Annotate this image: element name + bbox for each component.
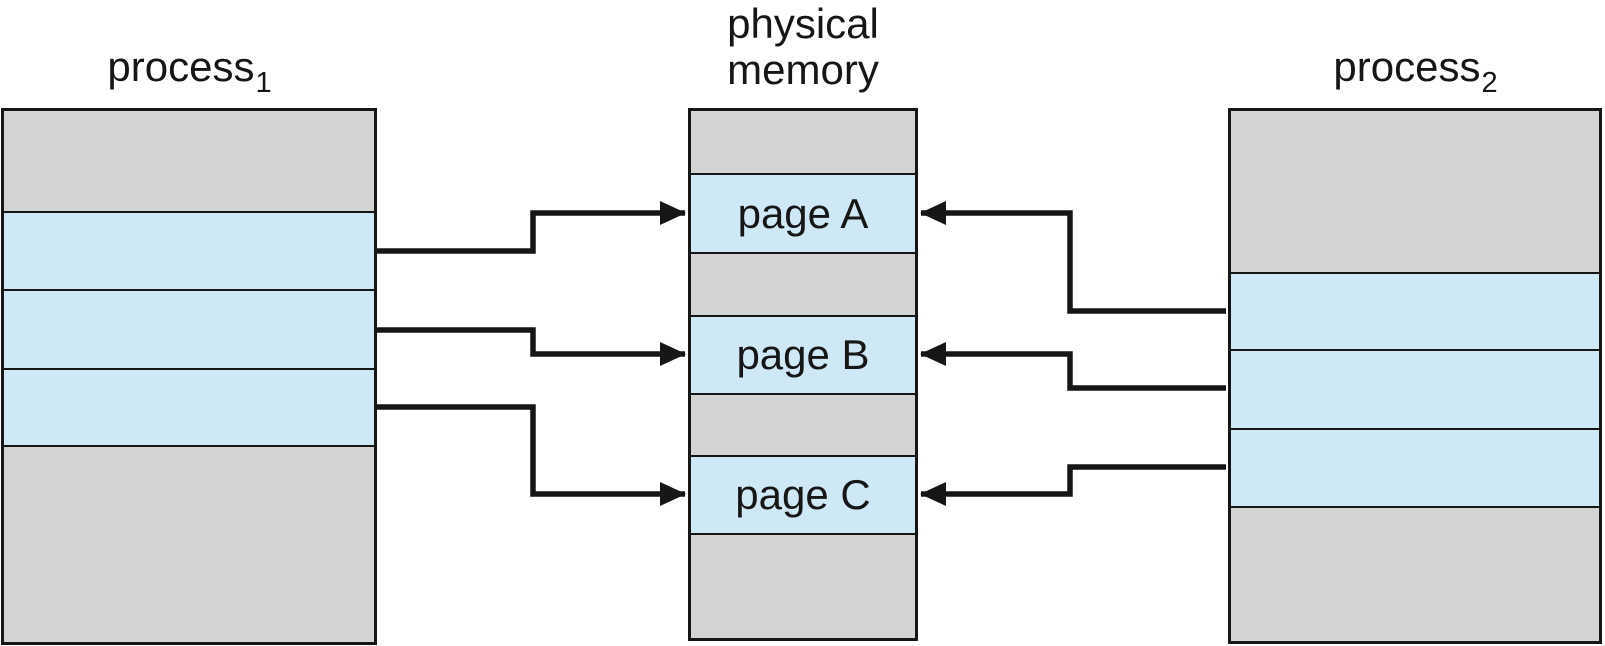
process2-segment-unshared-bottom xyxy=(1231,506,1599,641)
physical-memory-title: physical memory xyxy=(688,1,918,93)
frame-page-a: page A xyxy=(691,173,915,252)
frame-empty-3 xyxy=(691,393,915,455)
frame-empty-4 xyxy=(691,533,915,638)
physical-memory-box: page A page B page C xyxy=(688,108,918,641)
arrow-process1-to-page-a xyxy=(377,201,686,254)
arrow-process1-to-page-b xyxy=(377,327,686,366)
arrow-process2-to-page-c xyxy=(920,464,1226,506)
process2-box xyxy=(1228,108,1602,644)
physical-memory-title-line2: memory xyxy=(727,46,879,93)
physical-memory-title-line1: physical xyxy=(727,0,879,47)
frame-empty-1 xyxy=(691,111,915,173)
process2-title-subscript: 2 xyxy=(1481,67,1498,99)
process2-segment-shared-3 xyxy=(1231,428,1599,506)
process1-segment-unshared-bottom xyxy=(4,445,374,642)
arrow-process2-to-page-b xyxy=(920,342,1226,391)
frame-page-b: page B xyxy=(691,315,915,393)
process1-segment-shared-2 xyxy=(4,289,374,368)
process1-segment-unshared-top xyxy=(4,111,374,211)
process2-segment-shared-1 xyxy=(1231,272,1599,349)
process1-segment-shared-3 xyxy=(4,368,374,445)
process1-title: process1 xyxy=(0,43,378,100)
process1-segment-shared-1 xyxy=(4,211,374,289)
page-a-label: page A xyxy=(737,189,869,237)
process1-box xyxy=(1,108,377,645)
process2-segment-unshared-top xyxy=(1231,111,1599,272)
process2-segment-shared-2 xyxy=(1231,349,1599,428)
arrow-process2-to-page-a xyxy=(920,201,1226,314)
page-c-label: page C xyxy=(735,471,871,518)
process2-title-text: process xyxy=(1333,43,1481,90)
process2-title: process2 xyxy=(1228,43,1602,100)
arrow-process1-to-page-c xyxy=(377,404,686,506)
frame-page-c: page C xyxy=(691,455,915,533)
process1-title-text: process xyxy=(107,43,255,90)
process1-title-subscript: 1 xyxy=(255,67,272,99)
frame-empty-2 xyxy=(691,252,915,315)
page-b-label: page B xyxy=(736,331,870,378)
